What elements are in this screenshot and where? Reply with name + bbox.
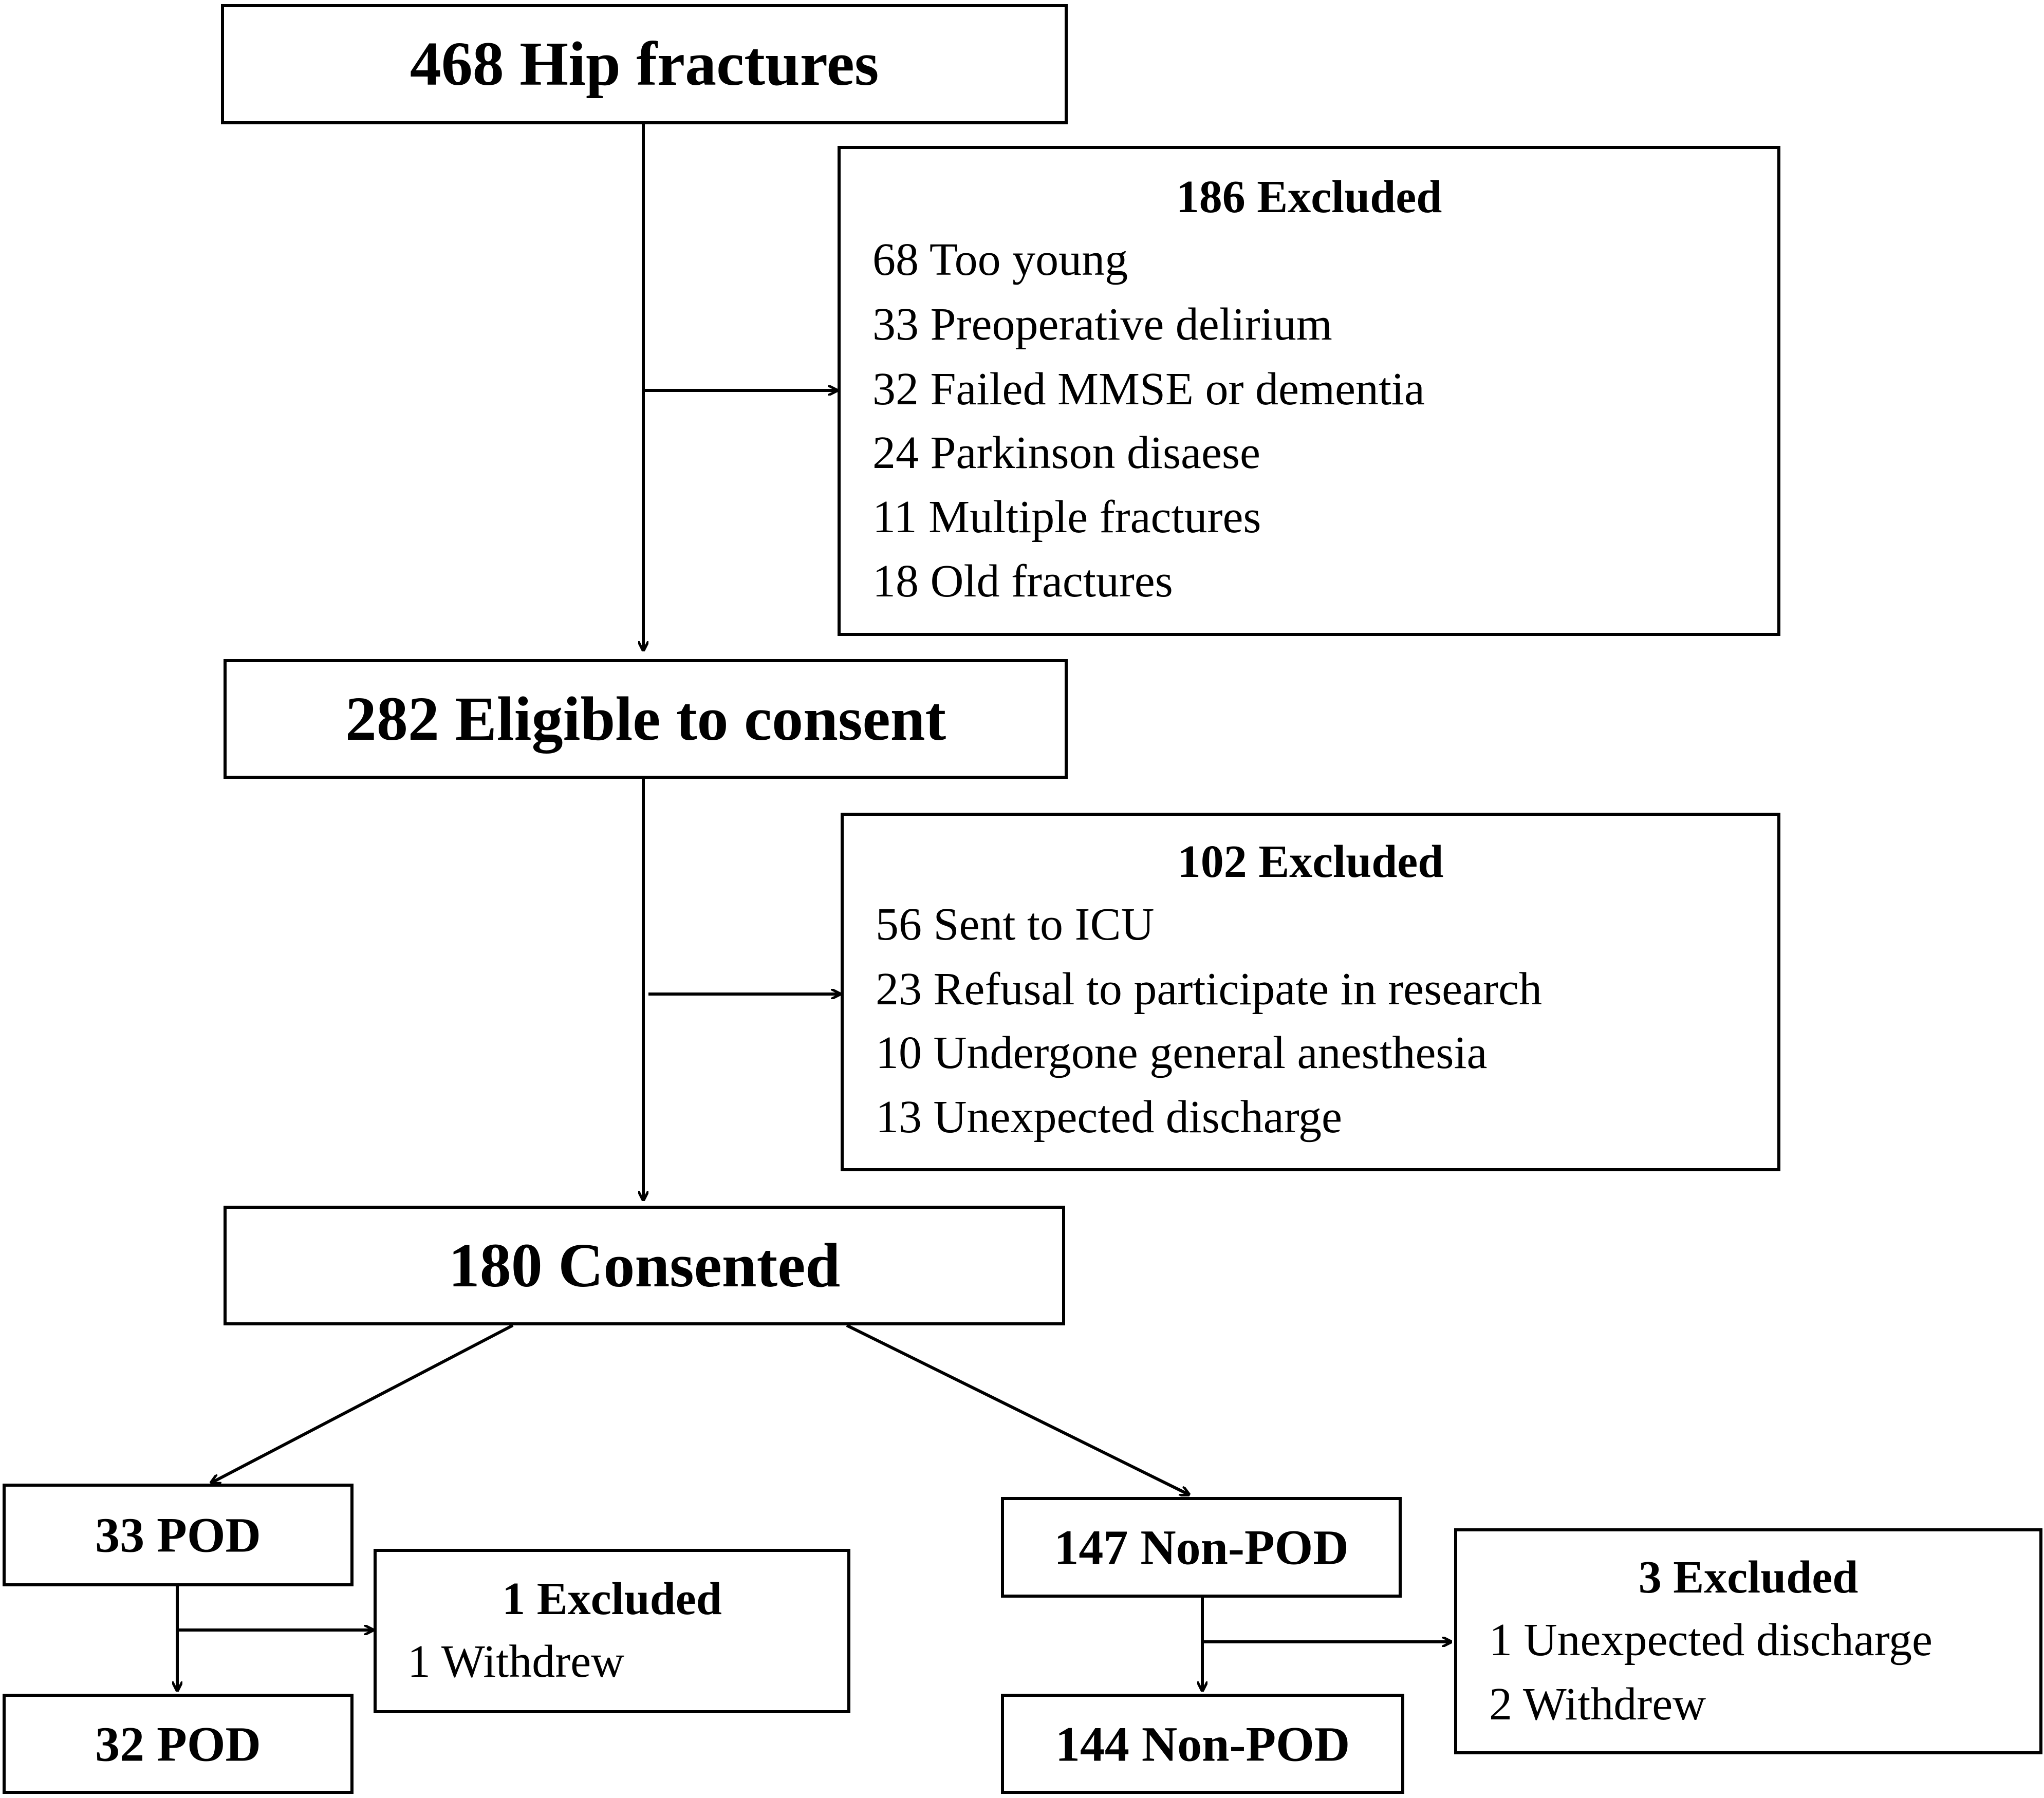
pod-exclusion-item: 1 Withdrew xyxy=(407,1636,625,1687)
arrow-consented-to-nonpod xyxy=(846,1324,1190,1495)
arrow-consented-to-pod xyxy=(211,1324,514,1483)
second-exclusion-item: 56 Sent to ICU xyxy=(876,899,1155,950)
hip-fractures-label: 468 Hip fractures xyxy=(410,29,879,99)
first-exclusion-title: 186 Excluded xyxy=(1176,172,1442,222)
pod-exclusion-box: 1 Excluded 1 Withdrew xyxy=(374,1549,850,1713)
first-exclusion-box: 186 Excluded 68 Too young 33 Preoperativ… xyxy=(838,146,1780,636)
nonpod-exclusion-item: 2 Withdrew xyxy=(1489,1679,1706,1730)
consented-box: 180 Consented xyxy=(224,1206,1065,1325)
pod-33-box: 33 POD xyxy=(3,1484,354,1586)
first-exclusion-item: 24 Parkinson disaese xyxy=(872,427,1260,478)
pod-32-box: 32 POD xyxy=(3,1694,354,1794)
first-exclusion-item: 68 Too young xyxy=(872,234,1128,285)
first-exclusion-item: 18 Old fractures xyxy=(872,556,1173,607)
second-exclusion-title: 102 Excluded xyxy=(1177,836,1444,887)
pod-33-label: 33 POD xyxy=(95,1507,261,1563)
second-exclusion-item: 10 Undergone general anesthesia xyxy=(876,1027,1488,1078)
second-exclusion-item: 13 Unexpected discharge xyxy=(876,1092,1342,1143)
pod-exclusion-title: 1 Excluded xyxy=(502,1574,722,1624)
second-exclusion-item: 23 Refusal to participate in research xyxy=(876,964,1542,1015)
nonpod-147-label: 147 Non-POD xyxy=(1054,1520,1349,1575)
nonpod-147-box: 147 Non-POD xyxy=(1001,1497,1402,1598)
second-exclusion-box: 102 Excluded 56 Sent to ICU 23 Refusal t… xyxy=(841,813,1780,1171)
first-exclusion-item: 11 Multiple fractures xyxy=(872,492,1261,542)
nonpod-144-box: 144 Non-POD xyxy=(1001,1694,1404,1794)
hip-fractures-box: 468 Hip fractures xyxy=(221,4,1068,124)
nonpod-exclusion-title: 3 Excluded xyxy=(1638,1552,1859,1603)
nonpod-exclusion-item: 1 Unexpected discharge xyxy=(1489,1615,1932,1665)
first-exclusion-item: 33 Preoperative delirium xyxy=(872,299,1332,350)
first-exclusion-item: 32 Failed MMSE or dementia xyxy=(872,364,1425,415)
eligible-label: 282 Eligible to consent xyxy=(345,684,946,754)
nonpod-144-label: 144 Non-POD xyxy=(1055,1716,1350,1771)
pod-32-label: 32 POD xyxy=(95,1716,261,1771)
nonpod-exclusion-box: 3 Excluded 1 Unexpected discharge 2 With… xyxy=(1454,1528,2042,1754)
consented-label: 180 Consented xyxy=(448,1230,841,1300)
eligible-box: 282 Eligible to consent xyxy=(224,659,1068,779)
